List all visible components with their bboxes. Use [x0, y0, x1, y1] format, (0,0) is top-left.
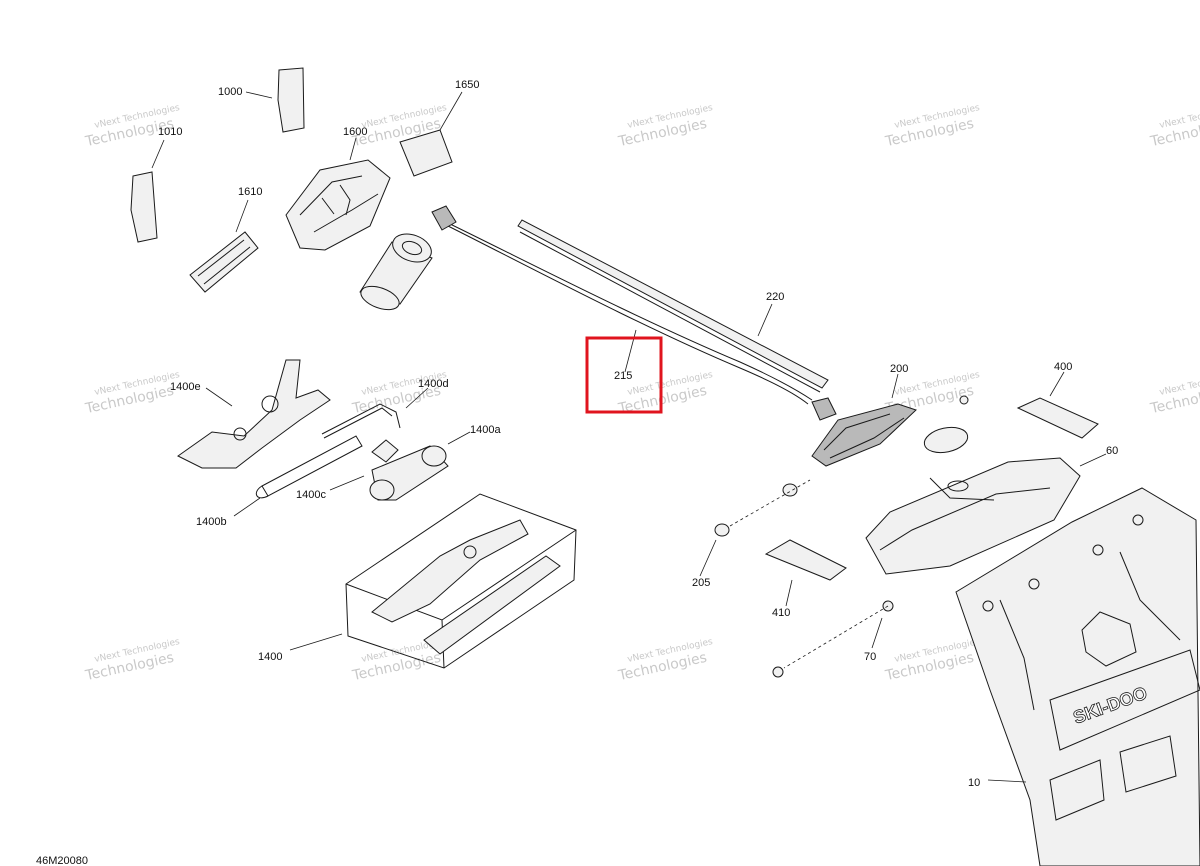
part-200-light[interactable]: [811, 403, 917, 467]
watermark: vNext Technologies Technologies: [83, 637, 181, 684]
callout-1010[interactable]: 1010: [158, 126, 182, 138]
callout-200[interactable]: 200: [890, 363, 908, 375]
callout-215[interactable]: 215: [614, 370, 632, 382]
watermark: vNext Technologies Technologies: [1148, 370, 1200, 417]
part-clip-small[interactable]: [959, 395, 969, 405]
part-1010-decal[interactable]: [130, 171, 158, 243]
callout-220[interactable]: 220: [766, 291, 784, 303]
part-410-decal[interactable]: [764, 539, 847, 581]
callout-1400a[interactable]: 1400a: [470, 424, 501, 436]
part-1650-card[interactable]: [399, 129, 453, 177]
callout-1600[interactable]: 1600: [343, 126, 367, 138]
part-cylinder[interactable]: [358, 229, 435, 314]
leader-lines: [151, 91, 1107, 783]
watermark: vNext Technologies Technologies: [1148, 103, 1200, 150]
watermark: vNext Technologies Technologies: [883, 637, 981, 684]
part-220-rail[interactable]: [517, 219, 829, 393]
fastener-dashed-line: [729, 479, 889, 669]
watermark: vNext Technologies Technologies: [616, 637, 714, 684]
callout-1650[interactable]: 1650: [455, 79, 479, 91]
callout-60[interactable]: 60: [1106, 445, 1118, 457]
part-215-harness[interactable]: [431, 205, 837, 421]
callout-highlight-box: [585, 336, 663, 414]
part-emblem[interactable]: [922, 424, 970, 457]
callout-205[interactable]: 205: [692, 577, 710, 589]
callout-1400b[interactable]: 1400b: [196, 516, 227, 528]
part-1400a-socket[interactable]: [369, 439, 449, 501]
callout-1400d[interactable]: 1400d: [418, 378, 449, 390]
callout-10[interactable]: 10: [968, 777, 980, 789]
part-1400-kit-box[interactable]: [345, 493, 577, 669]
drawing-code: 46M20080: [36, 855, 88, 866]
callout-1400c[interactable]: 1400c: [296, 489, 326, 501]
part-1400c-strap[interactable]: [255, 435, 363, 499]
watermark: vNext Technologies Technologies: [83, 370, 181, 417]
part-205-fastener[interactable]: [714, 483, 798, 537]
part-1000-decal[interactable]: [277, 67, 305, 133]
callout-400[interactable]: 400: [1054, 361, 1072, 373]
part-1400d-key[interactable]: [321, 403, 401, 439]
callout-70[interactable]: 70: [864, 651, 876, 663]
callout-1400[interactable]: 1400: [258, 651, 282, 663]
part-10-hood[interactable]: SKI-DOO: [955, 487, 1200, 866]
callout-1610[interactable]: 1610: [238, 186, 262, 198]
callout-1000[interactable]: 1000: [218, 86, 242, 98]
part-1610-clip[interactable]: [189, 231, 259, 293]
callout-1400e[interactable]: 1400e: [170, 381, 201, 393]
part-60-panel[interactable]: [865, 457, 1081, 575]
callout-410[interactable]: 410: [772, 607, 790, 619]
watermark: vNext Technologies Technologies: [616, 103, 714, 150]
part-1600-housing[interactable]: [285, 159, 391, 251]
part-1400e-wrench[interactable]: [177, 359, 331, 469]
watermark: vNext Technologies Technologies: [883, 103, 981, 150]
part-400-decal[interactable]: [1016, 397, 1099, 439]
